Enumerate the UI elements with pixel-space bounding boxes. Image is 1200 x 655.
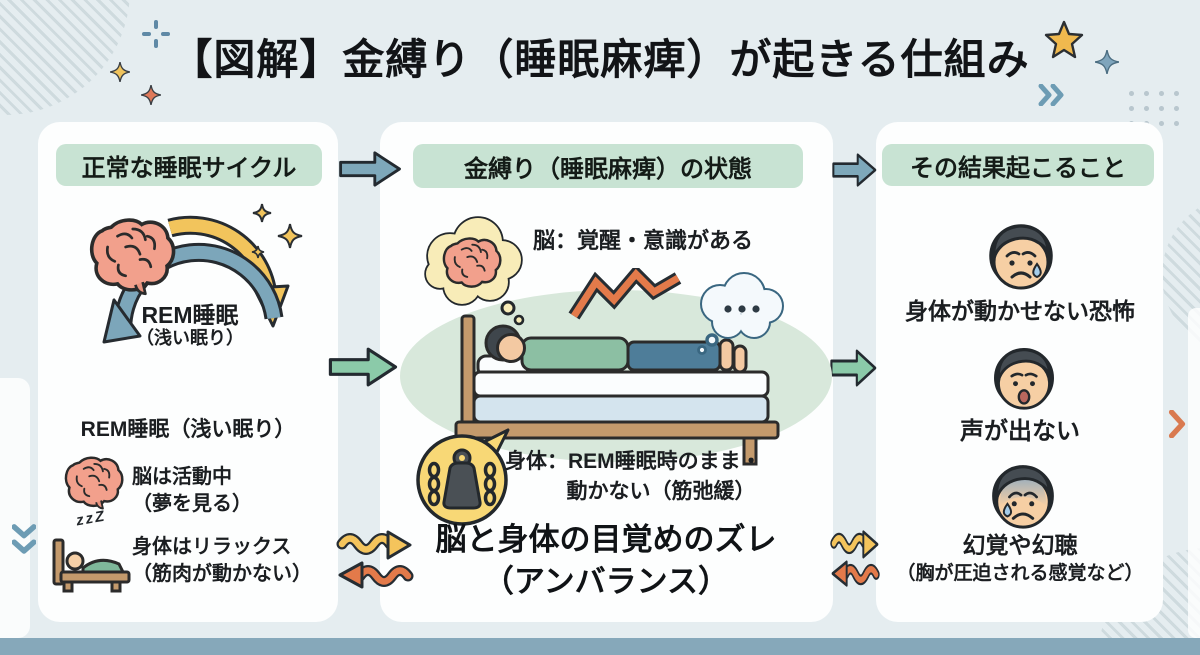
body-relaxed-line2: （筋肉が動かない） [132,563,312,585]
gap-line2: （アンバランス） [482,563,730,599]
body-paralyzed-line1: 身体：REM睡眠時のまま・ [505,450,762,473]
brain-icon [64,456,124,510]
body-relaxed-line1: 身体はリラックス [132,536,292,558]
star-icon [1044,20,1084,59]
arrow-right-icon [339,151,401,187]
cycle-center-label: REM睡眠 （浅い眠り） [100,302,280,349]
brain-icon [89,218,176,296]
arrow-right-icon [832,153,877,187]
header-normal-sleep: 正常な睡眠サイクル [56,144,322,186]
hallucination-line2: （胸が圧迫される感覚など） [896,563,1144,585]
lightning-shock-icon [568,268,682,320]
page-title: 【図解】金縛り（睡眠麻痺）が起きる仕組み [170,36,1030,83]
body-relaxed-label: 身体はリラックス （筋肉が動かない） [132,536,312,586]
chevrons-down-icon [12,524,36,554]
arrow-right-icon [328,347,398,387]
sleep-cycle-arrows-icon [102,215,290,344]
gap-line1: 脳と身体の目覚めのズレ [435,522,777,557]
no-voice-label: 声が出ない [960,418,1080,445]
bed-scene-illustration [454,314,780,466]
bottom-bar-decoration [0,638,1200,655]
arrow-right-icon [830,349,877,387]
left-edge-stripe-decoration [0,378,30,638]
brain-active-line2: （夢を見る） [132,493,252,515]
right-edge-stripe-decoration [1188,308,1200,638]
chevron-right-icon [1168,410,1186,438]
brain-active-label: 脳は活動中 （夢を見る） [132,466,252,516]
wavy-exchange-arrows-icon [830,530,880,587]
worried-face-icon [989,224,1053,290]
gap-conclusion-label: 脳と身体の目覚めのズレ （アンバランス） [386,522,826,599]
cycle-caption: REM睡眠（浅い眠り） [80,418,296,441]
sparkle-icon [1095,50,1119,74]
speechless-face-icon [994,348,1054,410]
header-paralysis-state: 金縛り（睡眠麻痺）の状態 [413,144,803,188]
thought-bubble-brain-icon [424,216,525,326]
scared-face-icon [992,465,1054,529]
cycle-center-line2: （浅い眠り） [136,328,244,349]
fear-label: 身体が動かせない恐怖 [905,298,1135,324]
sparkle-icon [141,85,161,105]
header-result: その結果起こること [882,144,1154,186]
brain-active-line1: 脳は活動中 [132,466,232,488]
brain-awake-label: 脳：覚醒・意識がある [533,228,754,253]
cycle-center-line1: REM睡眠 [141,302,239,328]
hallucination-line1: 幻覚や幻聴 [962,532,1078,558]
chevrons-right-icon [1038,84,1064,106]
hallucination-label: 幻覚や幻聴 （胸が圧迫される感覚など） [880,532,1160,585]
body-paralyzed-label: 身体：REM睡眠時のまま・ 動かない（筋弛緩） [505,450,817,504]
thought-cloud-dots-icon [697,272,784,355]
crosshair-icon [142,20,170,48]
sleeping-bed-icon [52,538,131,593]
weight-chains-badge-icon [416,428,510,526]
normal-sleep-card [38,122,338,622]
wavy-exchange-arrows-icon [336,530,414,589]
sparkle-icon [110,62,130,82]
body-paralyzed-line2: 動かない（筋弛緩） [566,480,756,504]
sparkles-icon [251,203,303,259]
